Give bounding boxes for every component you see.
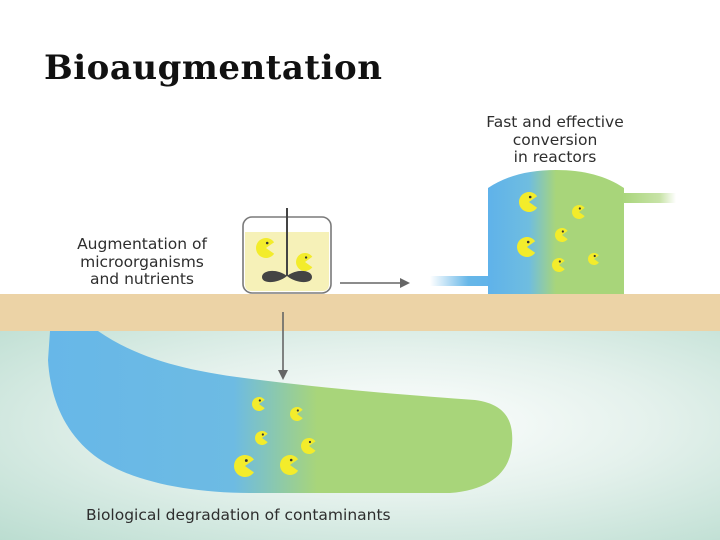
augmentation-label-line-1: Augmentation of	[77, 235, 207, 253]
microbe-eye	[244, 459, 248, 462]
pacman-microbe-icon	[517, 237, 536, 257]
pacman-microbe-icon	[255, 431, 268, 446]
pacman-microbe-icon	[290, 407, 303, 422]
microbe-eye	[593, 254, 596, 258]
reactors-label-line-3: in reactors	[513, 148, 597, 166]
contaminant-plume	[48, 331, 513, 493]
stirrer-blades	[262, 270, 312, 283]
microbe-eye	[528, 195, 532, 199]
pacman-microbe-icon	[234, 455, 254, 478]
degradation-label: Biological degradation of contaminants	[86, 506, 391, 524]
microbe-eye	[258, 399, 261, 402]
microbe-eye	[558, 260, 561, 263]
microbe-eye	[526, 240, 530, 244]
reactor-inlet-pipe	[430, 276, 494, 286]
microbe-eye	[308, 440, 312, 444]
pacman-microbe-icon	[572, 205, 585, 220]
pacman-microbe-icon	[296, 253, 313, 271]
soil-layer	[0, 294, 720, 331]
microbe-eye	[578, 207, 581, 210]
reactors-label-line-1: Fast and effective	[486, 113, 624, 131]
augmentation-label: Augmentation of microorganisms and nutri…	[48, 235, 236, 289]
microbe-eye	[289, 458, 293, 462]
microbe-group	[234, 192, 599, 478]
pacman-microbe-icon	[519, 192, 538, 212]
microbe-eye	[561, 230, 564, 233]
pacman-microbe-icon	[280, 455, 299, 476]
arrow-tank-to-groundwater	[278, 312, 288, 380]
microbe-eye	[296, 409, 299, 412]
reactors-label: Fast and effective conversion in reactor…	[452, 113, 658, 167]
microbe-eye	[265, 241, 269, 245]
page-title: Bioaugmentation	[44, 48, 383, 88]
pacman-microbe-icon	[256, 237, 275, 258]
reactors-label-line-2: conversion	[512, 130, 598, 149]
pacman-microbe-icon	[301, 438, 316, 454]
pacman-microbe-icon	[555, 227, 568, 243]
augmentation-label-line-3: and nutrients	[89, 270, 194, 288]
microbe-eye	[261, 433, 264, 436]
pacman-microbe-icon	[588, 253, 599, 266]
reactor-outlet-pipe	[622, 193, 676, 203]
microbe-eye	[304, 256, 308, 259]
nutrient-tank	[242, 208, 332, 294]
pacman-microbe-icon	[252, 397, 265, 411]
arrow-tank-to-reactor	[340, 278, 410, 288]
pacman-microbe-icon	[552, 258, 565, 273]
augmentation-label-line-2: microorganisms	[80, 252, 204, 271]
